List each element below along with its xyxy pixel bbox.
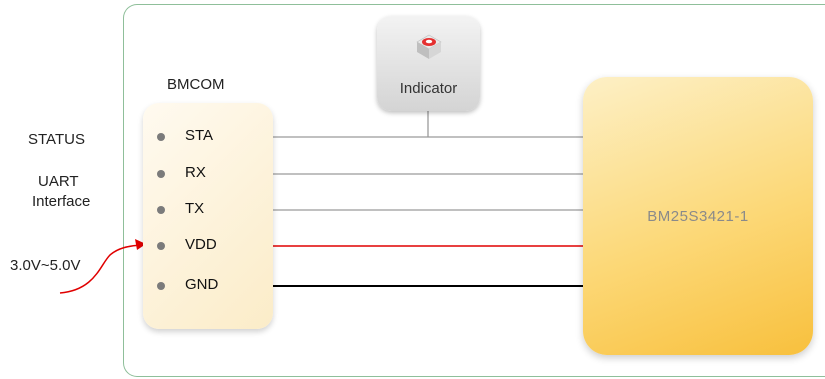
pin-label: VDD [185,236,217,253]
pin-tx: TX [143,199,273,223]
indicator-module: Indicator [377,16,480,111]
pin-vdd: VDD [143,235,273,259]
indicator-label: Indicator [399,80,458,97]
pin-label: STA [185,127,214,144]
pin-rx: RX [143,163,273,187]
module-label: BM25S3421-1 [647,208,749,225]
power-arrowhead [135,239,146,250]
status-label: STATUS [28,131,85,148]
pin-dot [157,282,165,290]
pin-dot [157,133,165,141]
module-chip: BM25S3421-1 [583,77,813,355]
voltage-label: 3.0V~5.0V [10,257,81,274]
uart-label-line2: Interface [32,193,91,210]
led-icon [416,34,442,59]
uart-label-line1: UART [38,173,79,190]
pin-label: RX [185,164,206,181]
pin-gnd: GND [143,275,273,299]
bmcom-connector: STA RX TX VDD GND [143,103,273,329]
board-outline [123,4,825,377]
pin-label: GND [185,276,219,293]
pin-sta: STA [143,126,273,150]
connector-title: BMCOM [167,76,225,93]
pin-dot [157,206,165,214]
pin-label: TX [185,200,205,217]
pin-dot [157,242,165,250]
power-arrow [59,244,142,294]
pin-dot [157,170,165,178]
